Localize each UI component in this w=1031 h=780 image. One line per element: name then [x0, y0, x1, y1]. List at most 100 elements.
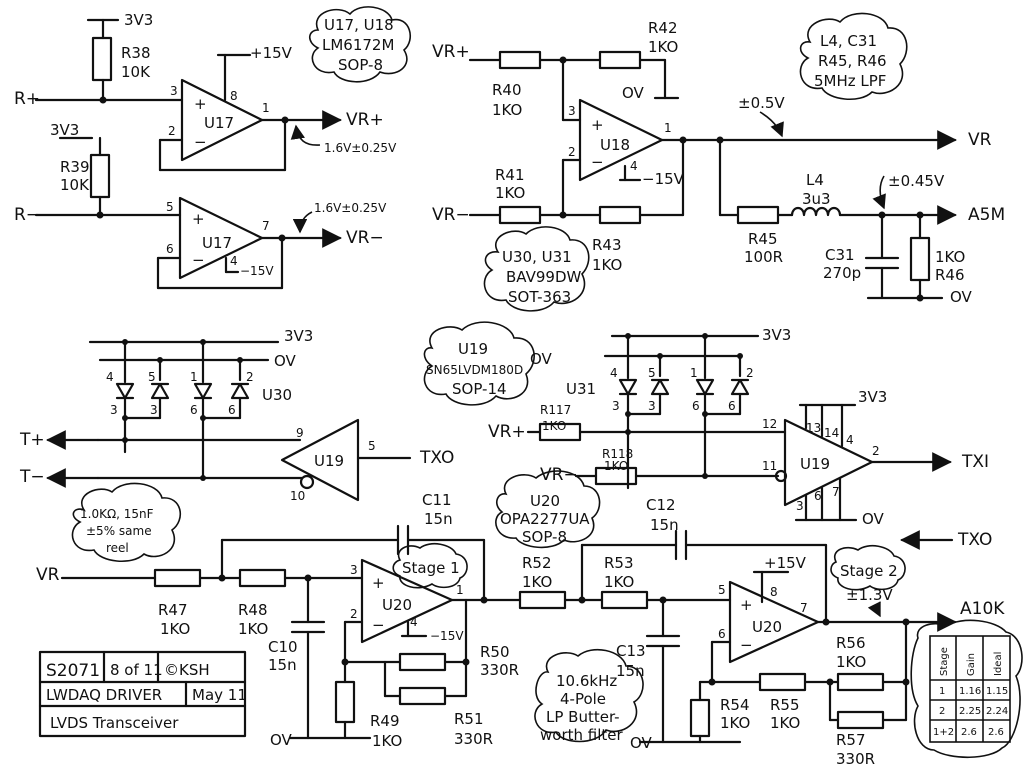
r56-body [836, 672, 885, 692]
net-ov-lpf: OV [950, 288, 973, 306]
u17a-pin2: 2 [168, 124, 176, 138]
u19-rx-label: U19 [800, 455, 830, 473]
r39-value: 10K [60, 176, 90, 194]
r47-value: 1KO [160, 620, 190, 638]
svg-text:+: + [194, 95, 207, 113]
r49-label: R49 [370, 712, 400, 730]
cloud2-line2: R45, R46 [818, 52, 887, 70]
u19-rx-pin4: 4 [846, 433, 854, 447]
u17b-level: 1.6V±0.25V [314, 201, 387, 215]
stage1-section: VR R47 1KO R48 1KO C11 15n C10 15n OV + … [36, 491, 522, 750]
u30-label: U30 [262, 386, 292, 404]
u31-pin6a: 6 [692, 399, 700, 413]
r41-label: R41 [495, 166, 525, 184]
r48-value: 1KO [238, 620, 268, 638]
u20b-symbol [728, 580, 820, 664]
u18-pin1: 1 [664, 121, 672, 135]
cloud-rc-tolerance: 1.0KΩ, 15nF ±5% same reel [71, 482, 182, 562]
u20b-pin5: 5 [718, 583, 726, 597]
u30-u19-tx-section: 3V3 OV 4 5 1 2 3 3 6 6 [19, 327, 454, 503]
svg-text:−: − [372, 616, 385, 634]
r38-body [91, 36, 113, 82]
net-t-minus: T− [19, 467, 45, 487]
u17a-symbol [180, 78, 264, 162]
table-cell: 2 [939, 706, 945, 717]
cloud5-line3: reel [106, 541, 129, 555]
u31-pin1: 1 [690, 366, 698, 380]
net-ov-stage1: OV [270, 731, 293, 749]
net-3v3-u30: 3V3 [284, 327, 313, 345]
u17a-label: U17 [204, 114, 234, 132]
u20b-pin7: 7 [800, 601, 808, 615]
svg-text:−: − [740, 636, 753, 654]
r47-body [153, 568, 202, 588]
net-m15v-u18: −15V [642, 170, 685, 188]
cloud5-line2: ±5% same [86, 524, 152, 538]
cloud4-line1: U19 [458, 340, 488, 358]
r118-label: R118 [602, 447, 633, 461]
u19-tx-pin9: 9 [296, 426, 304, 440]
cloud1-line2: LM6172M [322, 36, 394, 54]
r51-value: 330R [454, 730, 493, 748]
table-cell: 2.24 [986, 706, 1008, 717]
u17b-symbol [178, 196, 264, 280]
r55-value: 1KO [770, 714, 800, 732]
r38-value: 10K [121, 63, 151, 81]
u19-rx-pin2: 2 [872, 444, 880, 458]
table-header-ideal: Ideal [993, 652, 1004, 676]
net-a5m: A5M [968, 205, 1005, 225]
cloud7-line2: 4-Pole [560, 690, 606, 708]
u31-label: U31 [566, 380, 596, 398]
r50-body [398, 652, 447, 672]
c13-label: C13 [616, 642, 646, 660]
net-ov-u30: OV [274, 352, 297, 370]
u18-label: U18 [600, 136, 630, 154]
a5m-swing: ±0.45V [888, 172, 945, 190]
table-cell: 2.25 [959, 706, 981, 717]
net-r-plus: R+ [14, 89, 40, 109]
u17a-pin1: 1 [262, 101, 270, 115]
u17-section: 3V3 R38 10K R+ + − U17 3 2 8 1 +15V VR+ … [14, 11, 397, 290]
r40-label: R40 [492, 81, 522, 99]
r56-value: 1KO [836, 653, 866, 671]
net-ov-u19rx: OV [862, 510, 885, 528]
cloud6-line2: OPA2277UA [500, 510, 590, 528]
u19-tx-label: U19 [314, 452, 344, 470]
table-header-stage: Stage [939, 647, 950, 676]
cloud4-line2: SN65LVDM180D [426, 363, 523, 377]
r57-value: 330R [836, 750, 875, 768]
title-block: S2071 8 of 11 ©KSH LWDAQ DRIVER May 11 L… [38, 650, 247, 738]
net-vr-minus-out: VR− [346, 228, 384, 248]
stage-gain-table: Stage Gain Ideal 1 1.16 1.15 2 2.25 2.24… [910, 619, 1023, 759]
cloud1-line3: SOP-8 [338, 56, 383, 74]
r117-value: 1KO [542, 419, 566, 433]
u18-pin4: 4 [630, 159, 638, 173]
u17b-pin6: 6 [166, 242, 174, 256]
c12-value: 15n [650, 516, 679, 534]
svg-text:−: − [591, 153, 604, 171]
r53-label: R53 [604, 554, 634, 572]
table-cell: 1 [939, 686, 945, 697]
r54-body [689, 698, 711, 738]
net-ov-u31: OV [530, 350, 553, 368]
r50-value: 330R [480, 661, 519, 679]
r53-value: 1KO [604, 573, 634, 591]
u30-pin1: 1 [190, 370, 198, 384]
net-m15v-u20a: −15V [430, 629, 464, 643]
r39-label: R39 [60, 158, 90, 176]
stage2-label: Stage 2 [840, 562, 898, 580]
r118-value: 1KO [604, 459, 628, 473]
u31-pin6b: 6 [728, 399, 736, 413]
cloud2-line1: L4, C31 [820, 32, 877, 50]
u19-tx-pin5: 5 [368, 439, 376, 453]
cloud4-line3: SOP-14 [452, 380, 507, 398]
svg-text:+: + [740, 596, 753, 614]
r52-body [518, 590, 567, 610]
u30-pin6a: 6 [190, 403, 198, 417]
r43-value: 1KO [592, 256, 622, 274]
r46-body [909, 236, 931, 282]
r49-value: 1KO [372, 732, 402, 750]
table-cell: 1.16 [959, 686, 981, 697]
r55-body [758, 672, 807, 692]
